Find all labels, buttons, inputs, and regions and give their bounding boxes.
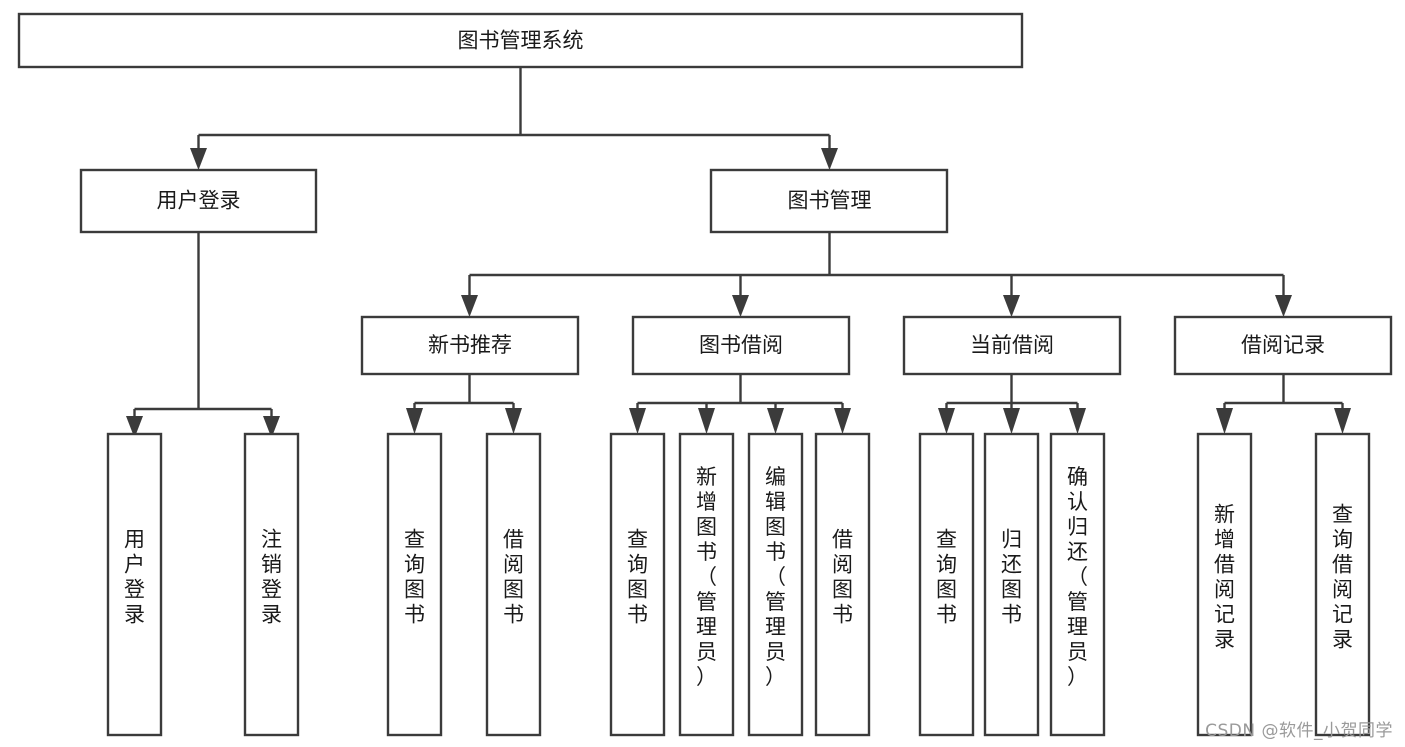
connector-group-user-login xyxy=(126,232,280,438)
leaf-book-borrow-query[interactable]: 查询图书 xyxy=(609,432,666,737)
leaf-box[interactable] xyxy=(918,432,975,737)
arrow-head-bookborrow-4 xyxy=(834,408,851,434)
arrow-head-currentborrow-3 xyxy=(1069,408,1086,434)
arrow-head-userlogin-1 xyxy=(126,416,143,438)
leaf-user-login-login[interactable]: 用户登录 xyxy=(106,432,163,737)
leaf-current-borrow-confirm[interactable]: 确认归还（管理员） xyxy=(1049,432,1106,737)
node-borrow-record-box[interactable] xyxy=(1173,315,1393,376)
leaf-label-vertical: 用户登录 xyxy=(124,528,145,627)
leaf-new-book-borrow[interactable]: 借阅图书 xyxy=(485,432,542,737)
leaf-book-borrow-edit[interactable]: 编辑图书（管理员） xyxy=(747,432,804,737)
node-root-label: 图书管理系统 xyxy=(458,29,584,53)
leaf-box[interactable] xyxy=(678,432,735,737)
leaf-box[interactable] xyxy=(1049,432,1106,737)
leaf-box[interactable] xyxy=(1314,432,1371,737)
leaf-box[interactable] xyxy=(106,432,163,737)
arrow-head-bookmanage-1 xyxy=(461,295,478,317)
arrow-head-bookborrow-3 xyxy=(767,408,784,434)
leaf-box[interactable] xyxy=(243,432,300,737)
arrow-head-currentborrow-1 xyxy=(938,408,955,434)
node-borrow-record[interactable]: 借阅记录 xyxy=(1173,315,1393,376)
leaf-label-vertical: 借阅图书 xyxy=(832,528,853,627)
leaf-label-vertical: 查询图书 xyxy=(627,528,648,627)
node-book-manage-box[interactable] xyxy=(709,168,949,234)
node-book-borrow[interactable]: 图书借阅 xyxy=(631,315,851,376)
arrow-head-currentborrow-2 xyxy=(1003,408,1020,434)
leaf-box[interactable] xyxy=(1196,432,1253,737)
leaf-current-borrow-return[interactable]: 归还图书 xyxy=(983,432,1040,737)
node-current-borrow[interactable]: 当前借阅 xyxy=(902,315,1122,376)
arrow-head-borrowrecord-1 xyxy=(1216,408,1233,434)
connector-group-borrow-record xyxy=(1216,374,1351,434)
node-root-box[interactable] xyxy=(17,12,1024,69)
node-user-login[interactable]: 用户登录 xyxy=(79,168,318,234)
node-root[interactable]: 图书管理系统 xyxy=(17,12,1024,69)
leaf-label-vertical: 新增借阅记录 xyxy=(1214,503,1235,652)
node-book-borrow-box[interactable] xyxy=(631,315,851,376)
connector-group-book-manage xyxy=(461,232,1292,317)
leaf-label-vertical: 查询图书 xyxy=(936,528,957,627)
leaf-label-vertical: 确认归还（管理员） xyxy=(1067,465,1088,689)
arrow-head-root-2 xyxy=(821,148,838,170)
arrow-head-newbook-2 xyxy=(505,408,522,434)
connector-group-book-borrow xyxy=(629,374,851,434)
leaf-borrow-record-query[interactable]: 查询借阅记录 xyxy=(1314,432,1371,737)
arrow-head-bookborrow-1 xyxy=(629,408,646,434)
leaf-box[interactable] xyxy=(983,432,1040,737)
leaf-box[interactable] xyxy=(485,432,542,737)
leaf-label-vertical: 归还图书 xyxy=(1001,528,1022,627)
leaf-book-borrow-add[interactable]: 新增图书（管理员） xyxy=(678,432,735,737)
leaf-label-vertical: 编辑图书（管理员） xyxy=(765,465,786,689)
node-new-book-recommend-box[interactable] xyxy=(360,315,580,376)
leaf-label-vertical: 借阅图书 xyxy=(503,528,524,627)
node-book-manage-label: 图书管理 xyxy=(788,189,872,213)
node-borrow-record-label: 借阅记录 xyxy=(1241,333,1325,357)
node-book-manage[interactable]: 图书管理 xyxy=(709,168,949,234)
leaf-box[interactable] xyxy=(814,432,871,737)
arrow-head-newbook-1 xyxy=(406,408,423,434)
leaf-box[interactable] xyxy=(609,432,666,737)
leaf-label-vertical: 注销登录 xyxy=(261,528,282,627)
node-current-borrow-label: 当前借阅 xyxy=(970,333,1054,357)
node-user-login-label: 用户登录 xyxy=(157,189,241,213)
node-book-borrow-label: 图书借阅 xyxy=(699,333,783,357)
node-new-book-recommend[interactable]: 新书推荐 xyxy=(360,315,580,376)
leaf-box[interactable] xyxy=(386,432,443,737)
arrow-head-bookmanage-4 xyxy=(1275,295,1292,317)
connector-group-current-borrow xyxy=(938,374,1086,434)
leaf-book-borrow-borrow[interactable]: 借阅图书 xyxy=(814,432,871,737)
node-current-borrow-box[interactable] xyxy=(902,315,1122,376)
arrow-head-bookborrow-2 xyxy=(698,408,715,434)
node-new-book-recommend-label: 新书推荐 xyxy=(428,333,512,357)
leaf-user-login-logout[interactable]: 注销登录 xyxy=(243,432,300,737)
connector-group-root xyxy=(190,67,838,170)
leaf-label-vertical: 查询图书 xyxy=(404,528,425,627)
arrow-head-bookmanage-3 xyxy=(1003,295,1020,317)
arrow-head-root-1 xyxy=(190,148,207,170)
leaf-new-book-query[interactable]: 查询图书 xyxy=(386,432,443,737)
connector-group-new-book xyxy=(406,374,522,434)
leaf-current-borrow-query[interactable]: 查询图书 xyxy=(918,432,975,737)
arrow-head-bookmanage-2 xyxy=(732,295,749,317)
leaf-label-vertical: 新增图书（管理员） xyxy=(696,465,717,689)
node-user-login-box[interactable] xyxy=(79,168,318,234)
leaf-borrow-record-add[interactable]: 新增借阅记录 xyxy=(1196,432,1253,737)
arrow-head-userlogin-2 xyxy=(263,416,280,438)
leaf-box[interactable] xyxy=(747,432,804,737)
arrow-head-borrowrecord-2 xyxy=(1334,408,1351,434)
leaf-label-vertical: 查询借阅记录 xyxy=(1332,503,1353,652)
